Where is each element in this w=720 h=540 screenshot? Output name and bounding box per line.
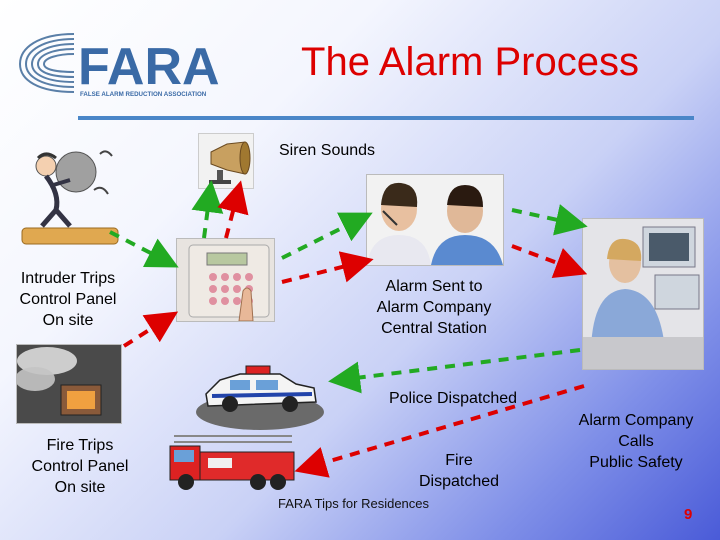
fire-dispatched-line-1: Fire bbox=[445, 452, 473, 469]
company-calls-line-2: Calls bbox=[618, 433, 654, 450]
police-dispatched-label: Police Dispatched bbox=[388, 390, 518, 407]
footer-text: FARA Tips for Residences bbox=[278, 496, 430, 511]
burglar-image bbox=[16, 140, 126, 252]
fire-trips-label: Fire Trips Control Panel On site bbox=[16, 435, 144, 498]
fire-truck-image bbox=[168, 430, 298, 492]
intruder-trips-label: Intruder Trips Control Panel On site bbox=[6, 268, 130, 331]
alarm-sent-line-3: Central Station bbox=[381, 320, 487, 337]
logo-wordmark: FARA bbox=[78, 38, 220, 96]
police-car-image bbox=[196, 344, 324, 432]
arrow-panel-to-siren-red bbox=[217, 180, 249, 239]
fire-trips-line-1: Fire Trips bbox=[46, 437, 114, 454]
company-calls-line-1: Alarm Company bbox=[578, 412, 694, 429]
fire-dispatched-label: Fire Dispatched bbox=[404, 450, 514, 492]
alarm-sent-label: Alarm Sent to Alarm Company Central Stat… bbox=[364, 276, 504, 339]
arrow-dispatch-to-police bbox=[328, 348, 581, 394]
title-divider bbox=[78, 116, 694, 120]
smoke-fire-image bbox=[16, 344, 122, 424]
central-station-operators-image bbox=[366, 174, 504, 266]
arrow-central-to-dispatch-green bbox=[511, 204, 588, 236]
alarm-sent-line-2: Alarm Company bbox=[376, 299, 492, 316]
fara-logo: FARA FALSE ALARM REDUCTION ASSOCIATION bbox=[16, 26, 226, 98]
arrow-central-to-dispatch-red bbox=[511, 244, 588, 278]
arrow-fire-to-panel bbox=[122, 311, 179, 348]
fire-trips-line-3: On site bbox=[54, 479, 106, 496]
page-number: 9 bbox=[684, 506, 693, 523]
arrow-panel-to-central-green bbox=[281, 212, 373, 260]
logo-tagline: FALSE ALARM REDUCTION ASSOCIATION bbox=[80, 91, 207, 98]
alarm-sent-line-1: Alarm Sent to bbox=[385, 278, 483, 295]
arrow-panel-to-central-red bbox=[281, 251, 374, 284]
control-panel-image bbox=[176, 238, 275, 322]
fire-trips-line-2: Control Panel bbox=[31, 458, 129, 475]
arrow-panel-to-siren-green bbox=[191, 180, 224, 239]
siren-sounds-label: Siren Sounds bbox=[278, 142, 376, 159]
public-safety-dispatcher-image bbox=[582, 218, 704, 370]
siren-image bbox=[198, 133, 254, 189]
company-calls-label: Alarm Company Calls Public Safety bbox=[566, 410, 706, 473]
intruder-line-3: On site bbox=[42, 312, 94, 329]
intruder-line-2: Control Panel bbox=[19, 291, 117, 308]
intruder-line-1: Intruder Trips bbox=[20, 270, 116, 287]
slide-title: The Alarm Process bbox=[301, 40, 639, 84]
fire-dispatched-line-2: Dispatched bbox=[418, 473, 500, 490]
company-calls-line-3: Public Safety bbox=[589, 454, 683, 471]
